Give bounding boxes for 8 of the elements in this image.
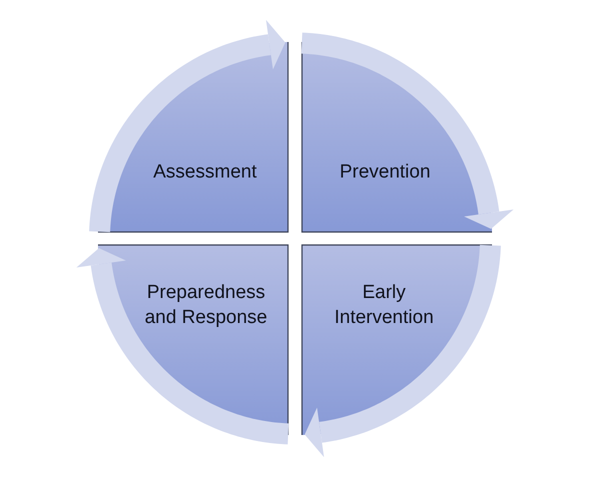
- pie-segment: [302, 42, 492, 232]
- segment-label: Early Intervention: [333, 281, 435, 330]
- segment-label: Preparedness and Response: [144, 281, 268, 330]
- pie-segment: [302, 245, 492, 435]
- pie-segment: [98, 42, 288, 232]
- segment-label: Prevention: [338, 160, 432, 184]
- segment-label: Assessment: [152, 160, 258, 184]
- pie-segment: [98, 245, 288, 435]
